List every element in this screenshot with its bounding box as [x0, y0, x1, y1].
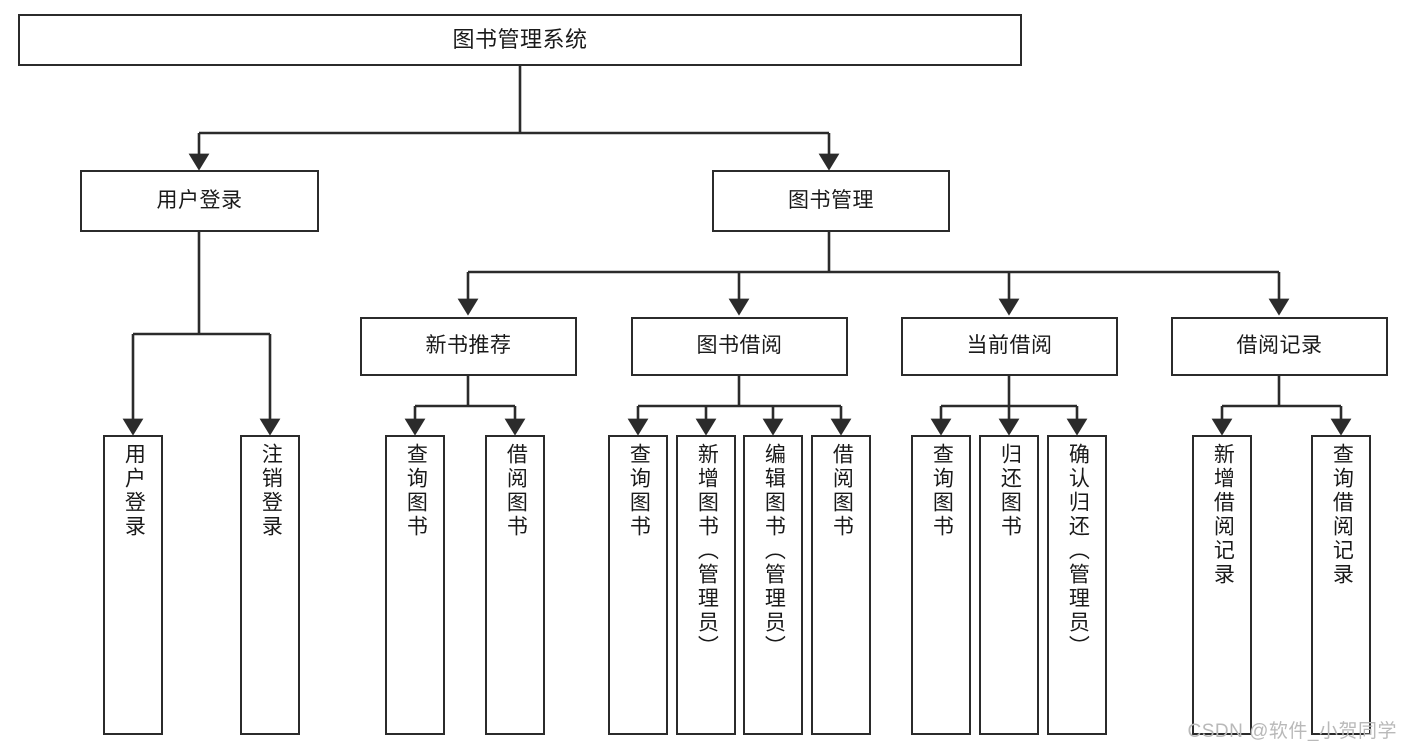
node-label: 新增借阅记录 [1211, 443, 1235, 587]
node-label: 查询图书 [404, 443, 428, 539]
node-leaf-borrow-book-recommend[interactable]: 借阅图书 [485, 435, 545, 735]
watermark: CSDN @软件_小贺同学 [1187, 721, 1397, 742]
node-leaf-add-book-admin[interactable]: 新增图书（管理员） [676, 435, 736, 735]
node-label: 查询图书 [930, 443, 954, 539]
node-book-management[interactable]: 图书管理 [712, 170, 950, 232]
node-borrow-record[interactable]: 借阅记录 [1171, 317, 1388, 376]
node-label: 借阅图书 [504, 443, 528, 539]
node-label: 图书管理 [788, 188, 874, 212]
node-label: 查询借阅记录 [1330, 443, 1354, 587]
node-leaf-edit-book-admin[interactable]: 编辑图书（管理员） [743, 435, 803, 735]
node-label: 新书推荐 [425, 334, 512, 358]
node-leaf-query-book-borrow[interactable]: 查询图书 [608, 435, 668, 735]
node-label: 当前借阅 [966, 334, 1053, 358]
node-label: 新增图书（管理员） [695, 443, 719, 659]
node-label: 注销登录 [259, 443, 283, 539]
node-leaf-query-book-current[interactable]: 查询图书 [911, 435, 971, 735]
node-label: 借阅图书 [830, 443, 854, 539]
node-leaf-query-borrow-record[interactable]: 查询借阅记录 [1311, 435, 1371, 735]
node-label: 归还图书 [998, 443, 1022, 539]
node-leaf-add-borrow-record[interactable]: 新增借阅记录 [1192, 435, 1252, 735]
node-leaf-user-login[interactable]: 用户登录 [103, 435, 163, 735]
node-user-login[interactable]: 用户登录 [80, 170, 319, 232]
node-label: 用户登录 [156, 188, 243, 212]
node-root-system[interactable]: 图书管理系统 [18, 14, 1022, 66]
node-leaf-logout[interactable]: 注销登录 [240, 435, 300, 735]
node-leaf-borrow-book[interactable]: 借阅图书 [811, 435, 871, 735]
node-leaf-query-book-recommend[interactable]: 查询图书 [385, 435, 445, 735]
node-label: 图书借阅 [696, 334, 783, 358]
node-label: 查询图书 [627, 443, 651, 539]
node-new-book-recommend[interactable]: 新书推荐 [360, 317, 577, 376]
node-label: 图书管理系统 [452, 27, 588, 53]
node-leaf-return-book[interactable]: 归还图书 [979, 435, 1039, 735]
node-book-borrow[interactable]: 图书借阅 [631, 317, 848, 376]
node-label: 借阅记录 [1236, 334, 1323, 358]
node-label: 用户登录 [122, 443, 146, 539]
node-current-borrow[interactable]: 当前借阅 [901, 317, 1118, 376]
node-leaf-confirm-return-admin[interactable]: 确认归还（管理员） [1047, 435, 1107, 735]
node-label: 编辑图书（管理员） [762, 443, 786, 659]
node-label: 确认归还（管理员） [1066, 443, 1090, 659]
